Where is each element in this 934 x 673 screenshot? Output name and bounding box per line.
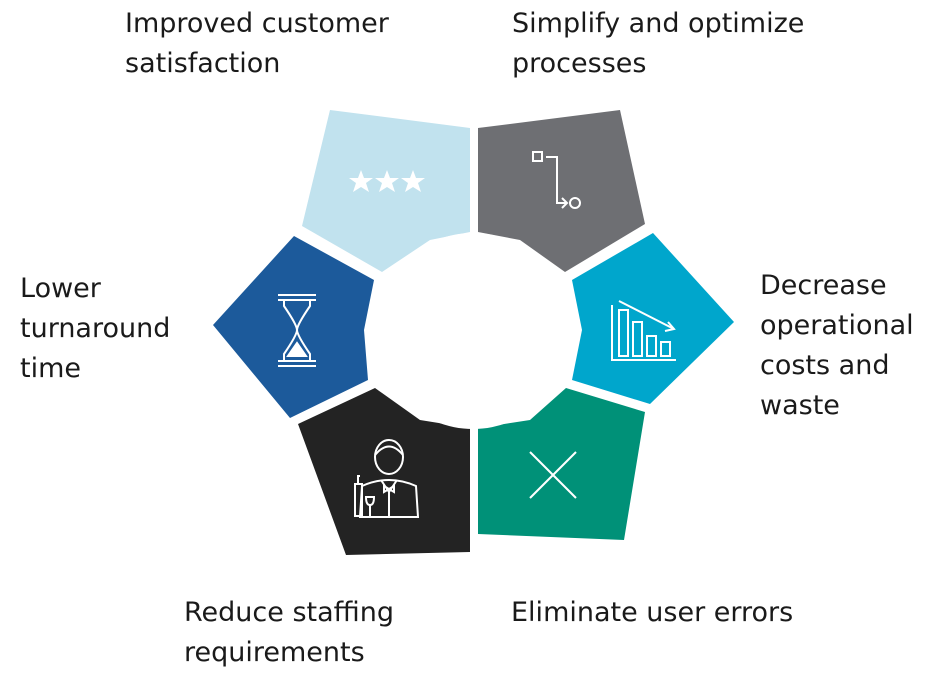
center-circle xyxy=(375,233,571,429)
label-simplify-and-optimize-processes: Simplify and optimize processes xyxy=(512,4,804,84)
label-line: turnaround xyxy=(20,313,171,344)
label-reduce-staffing-requirements: Reduce staffing requirements xyxy=(184,593,394,673)
label-improved-customer-satisfaction: Improved customer satisfaction xyxy=(125,4,389,84)
declining-bar-chart-icon xyxy=(611,300,676,361)
label-decrease-operational-costs: Decrease operational costs and waste xyxy=(760,266,914,426)
segment-eliminate-user-errors xyxy=(478,388,645,540)
label-lower-turnaround-time: Lower turnaround time xyxy=(20,269,170,389)
label-line: Simplify and optimize xyxy=(512,8,805,39)
label-eliminate-user-errors: Eliminate user errors xyxy=(511,593,793,633)
process-flow-icon xyxy=(532,151,581,209)
segment-improved-customer-satisfaction xyxy=(302,110,470,272)
segment-simplify-and-optimize-processes xyxy=(478,110,645,272)
hourglass-icon xyxy=(278,294,316,367)
label-line: Improved customer xyxy=(125,8,389,39)
waiter-icon xyxy=(354,439,420,518)
label-line: Reduce staffing xyxy=(184,597,395,628)
x-mark-icon xyxy=(529,451,577,499)
label-line: processes xyxy=(512,48,647,79)
segment-reduce-staffing-requirements xyxy=(298,388,470,555)
segment-lower-turnaround-time xyxy=(213,236,374,418)
label-line: operational xyxy=(760,310,914,341)
label-line: satisfaction xyxy=(125,48,281,79)
label-line: Eliminate user errors xyxy=(511,597,794,628)
label-line: waste xyxy=(760,390,840,421)
label-line: requirements xyxy=(184,637,365,668)
label-line: costs and xyxy=(760,350,890,381)
label-line: Decrease xyxy=(760,270,887,301)
three-stars-icon xyxy=(349,170,425,192)
label-line: time xyxy=(20,353,82,384)
label-line: Lower xyxy=(20,273,101,304)
